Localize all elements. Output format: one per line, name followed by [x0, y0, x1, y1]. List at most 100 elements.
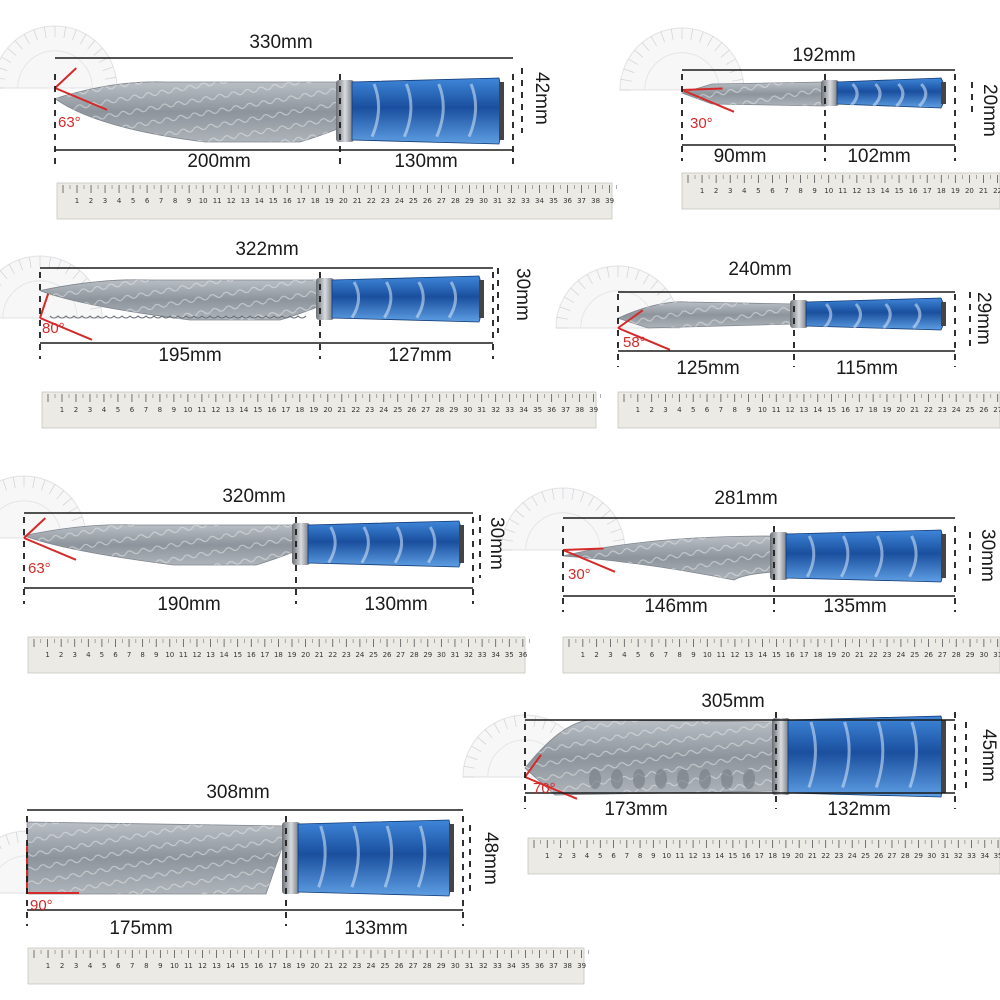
ruler-number: 23 — [352, 962, 361, 970]
protractor-tick — [725, 58, 736, 65]
angle-ray-lower — [23, 537, 77, 561]
ruler-number: 5 — [116, 406, 120, 414]
ruler-number: 8 — [173, 197, 177, 205]
ruler-number: 22 — [351, 406, 360, 414]
ruler-number: 1 — [581, 651, 585, 659]
ruler-number: 18 — [869, 406, 878, 414]
height-label-chef: 42mm — [531, 72, 552, 125]
handle-swirl — [805, 535, 816, 578]
ruler-number: 12 — [786, 406, 795, 414]
protractor — [0, 25, 118, 89]
ruler-number: 8 — [140, 651, 144, 659]
protractor-tick — [0, 845, 2, 850]
protractor-tick — [564, 296, 575, 303]
protractor-tick — [93, 47, 103, 56]
protractor-tick — [570, 287, 580, 296]
serrated-edge — [49, 315, 307, 319]
blade-pattern — [618, 301, 794, 328]
ruler-number: 26 — [383, 651, 392, 659]
ruler-number: 16 — [841, 406, 850, 414]
ruler-number: 29 — [437, 962, 446, 970]
ruler-number: 38 — [591, 197, 600, 205]
blade-pattern — [24, 524, 296, 565]
ruler-number: 19 — [288, 651, 297, 659]
ruler-number: 34 — [519, 406, 528, 414]
handle-swirl — [882, 303, 892, 329]
ruler-number: 12 — [227, 197, 236, 205]
protractor-tick — [559, 306, 571, 311]
ruler-number: 3 — [728, 187, 732, 195]
ruler-number: 20 — [841, 651, 850, 659]
handle-swirl — [327, 526, 337, 564]
ruler-number: 9 — [651, 852, 655, 860]
ruler-number: 2 — [714, 187, 718, 195]
protractor-tick — [105, 76, 117, 80]
protractor-tick — [650, 280, 659, 290]
handle-swirl — [908, 535, 918, 578]
ruler-number: 16 — [247, 651, 256, 659]
ruler-body — [562, 636, 1000, 674]
ruler-number: 25 — [966, 406, 975, 414]
ruler-number: 20 — [896, 406, 905, 414]
protractor-tick — [463, 765, 475, 769]
ruler-number: 32 — [954, 852, 963, 860]
handle-swirl — [895, 82, 905, 108]
ruler-number: 23 — [342, 651, 351, 659]
bolster — [821, 80, 839, 106]
ruler-number: 21 — [315, 651, 324, 659]
handle-swirl — [317, 825, 327, 888]
ruler-number: 4 — [102, 406, 107, 414]
ruler-number: 12 — [689, 852, 698, 860]
ruler-number: 13 — [212, 962, 221, 970]
blade-length-label-cleaver: 175mm — [109, 918, 173, 939]
height-label-boning: 30mm — [977, 529, 998, 582]
ruler-number: 21 — [808, 852, 817, 860]
angle-ray-upper — [23, 517, 46, 539]
ruler-number: 31 — [477, 406, 486, 414]
ruler-number: 15 — [253, 406, 262, 414]
protractor-tick — [102, 66, 114, 71]
ruler-number: 25 — [369, 651, 378, 659]
ruler-number: 22 — [924, 406, 933, 414]
bolster — [772, 718, 790, 795]
ruler-number: 8 — [638, 852, 642, 860]
ruler-body — [41, 391, 597, 429]
ruler-number: 30 — [979, 651, 988, 659]
ruler-number: 35 — [533, 406, 542, 414]
ruler-number: 24 — [395, 197, 404, 205]
protractor-tick — [596, 269, 601, 281]
ruler-number: 32 — [507, 197, 516, 205]
angle-label-santoku: 70° — [533, 780, 556, 797]
ruler-number: 10 — [662, 852, 671, 860]
ruler-number: 22 — [821, 852, 830, 860]
ruler-number: 38 — [563, 962, 572, 970]
ruler-number: 7 — [159, 197, 163, 205]
ruler-number: 5 — [636, 651, 640, 659]
bolster — [790, 300, 808, 328]
ruler-number: 13 — [206, 651, 215, 659]
protractor-tick — [33, 29, 38, 41]
handle-swirl — [416, 825, 427, 888]
ruler-number: 19 — [883, 406, 892, 414]
ruler-number: 23 — [938, 406, 947, 414]
handle-swirl — [350, 281, 361, 319]
angle-ray-lower — [39, 317, 93, 341]
ruler-number: 24 — [379, 406, 388, 414]
handle-swirl — [383, 281, 393, 319]
ruler-number: 30 — [479, 197, 488, 205]
ruler-number: 13 — [702, 852, 711, 860]
protractor-tick — [471, 745, 482, 752]
ruler-number: 11 — [675, 852, 684, 860]
blade-dimple — [677, 769, 689, 789]
ruler-number: 28 — [451, 197, 460, 205]
ruler-number: 18 — [295, 406, 304, 414]
handle-length-label-boning: 135mm — [823, 596, 887, 617]
ruler-number: 16 — [283, 197, 292, 205]
ruler-number: 24 — [896, 651, 905, 659]
ruler-number: 28 — [423, 962, 432, 970]
protractor-tick — [551, 488, 555, 500]
protractor-tick — [493, 723, 500, 734]
ruler-number: 19 — [827, 651, 836, 659]
ruler-number: 22 — [367, 197, 376, 205]
